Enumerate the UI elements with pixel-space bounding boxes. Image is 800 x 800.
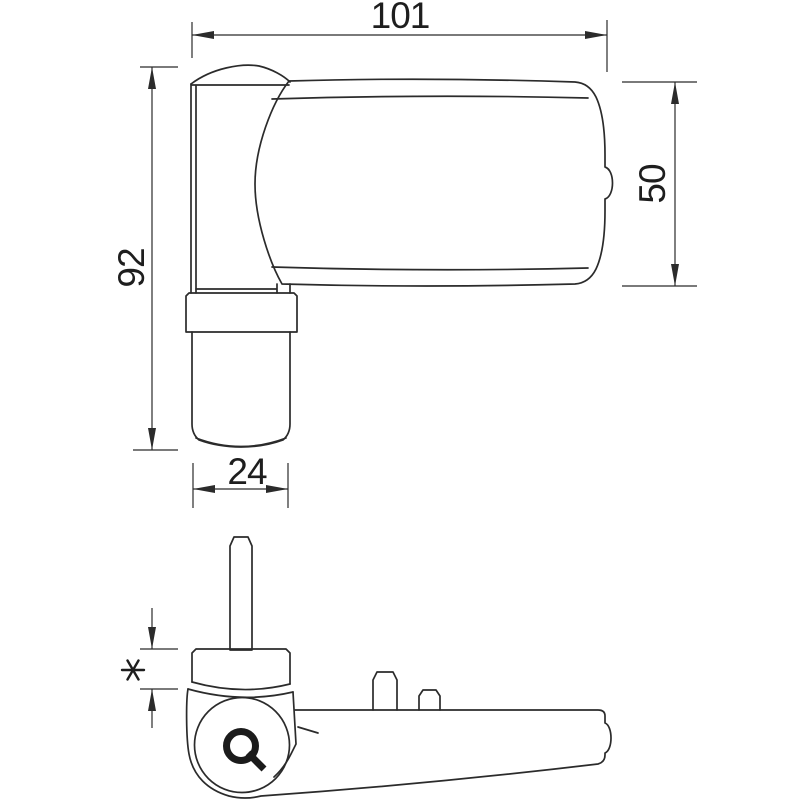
dim-flap-height: 50: [622, 81, 697, 287]
pivot-pin: [229, 536, 253, 651]
collar-block: [191, 648, 291, 685]
pin-cylinder-rim: [195, 437, 287, 448]
dim-label-flap-height: 50: [632, 164, 673, 204]
dim-collar-height-footnote: *: [120, 608, 178, 728]
frame-post: [190, 83, 290, 294]
dim-label-cylinder-width: 24: [227, 451, 267, 492]
dim-arrowheads: [193, 485, 288, 493]
dim-extension-lines: [622, 81, 697, 287]
dim-label-overall-width: 101: [371, 0, 430, 36]
dim-overall-width: 101: [191, 0, 608, 72]
flap-body: [254, 78, 614, 287]
top-view: [185, 64, 614, 448]
dim-extension-lines: [191, 20, 608, 72]
dim-arrowheads: [148, 627, 156, 711]
post-neck: [195, 283, 291, 294]
arm-pin-small: [418, 689, 441, 711]
dim-extension-lines: [192, 463, 289, 508]
dim-overall-height: 92: [111, 66, 178, 451]
q-logo-icon: Q: [223, 728, 267, 772]
arm-pin-large: [372, 671, 398, 711]
arm-fillet-line: [297, 726, 319, 734]
collar: [185, 292, 298, 333]
post-cap: [190, 64, 291, 85]
asterisk-footnote-icon: [120, 659, 146, 681]
dim-arrowheads: [671, 82, 679, 286]
knuckle-circle: [193, 696, 291, 794]
housing-and-arm: [185, 688, 612, 799]
flap-edge-lines: [271, 95, 589, 271]
pin-cylinder: [191, 331, 291, 448]
collar-bottom-edge: [191, 681, 291, 691]
side-view: Q: [185, 536, 612, 799]
dim-cylinder-width: 24: [192, 451, 289, 508]
dim-extension-lines: [133, 66, 178, 451]
dim-extension-lines: [140, 648, 178, 690]
dim-label-overall-height: 92: [111, 248, 152, 287]
